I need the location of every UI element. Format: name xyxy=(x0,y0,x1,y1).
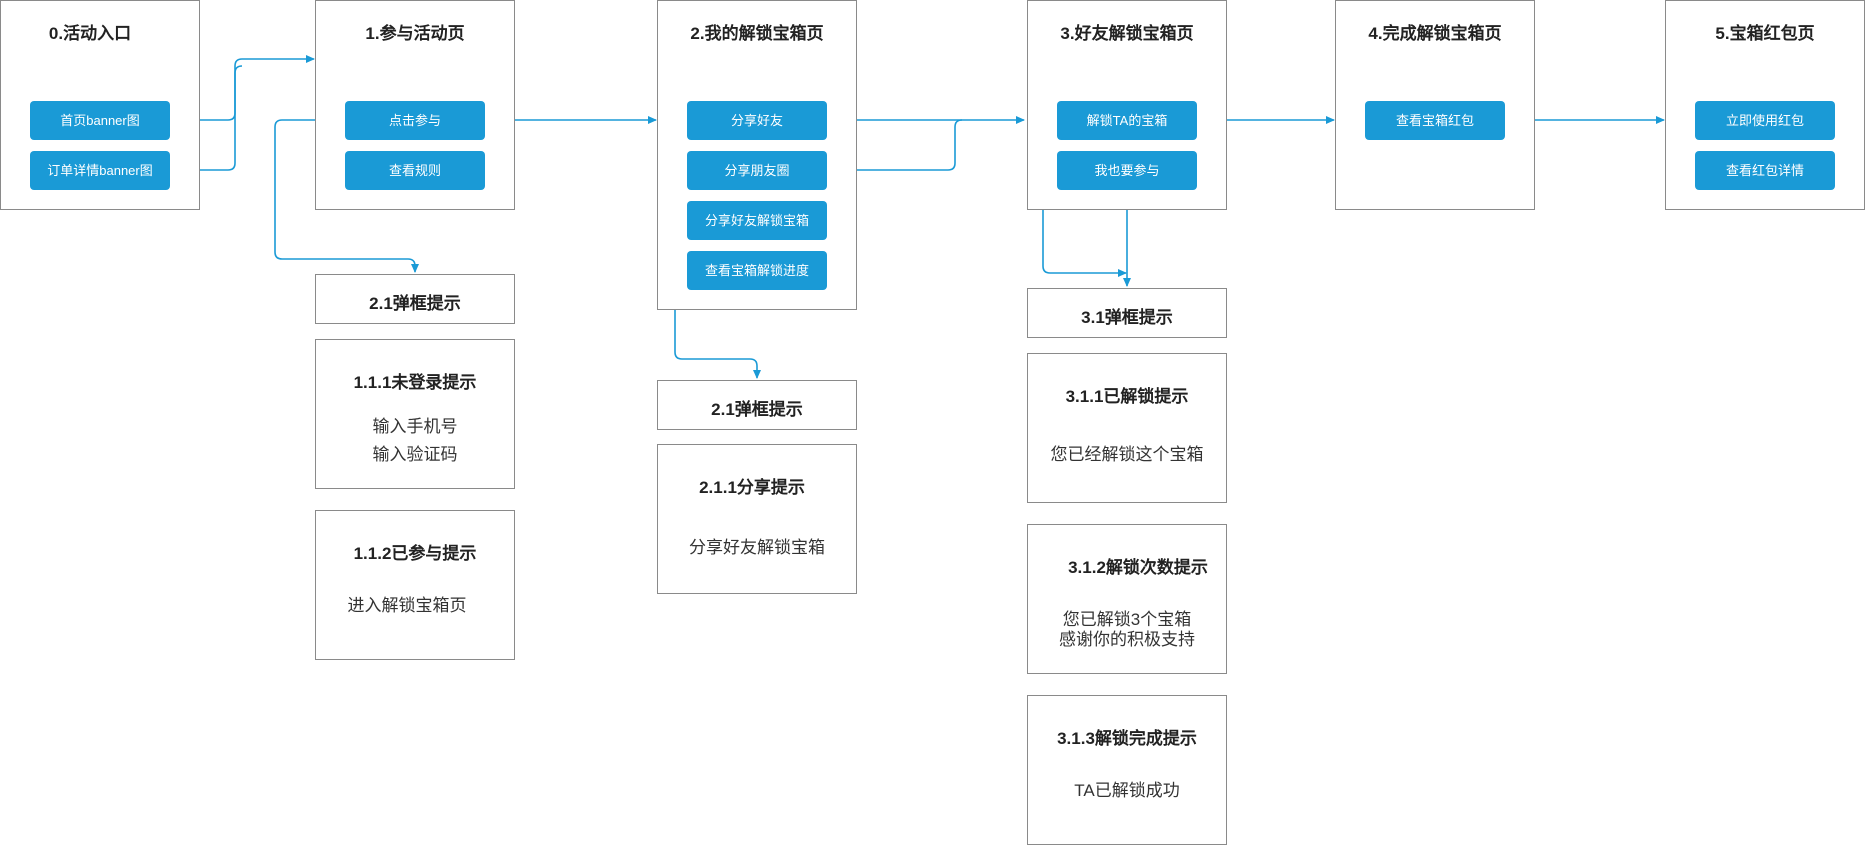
page-title: 4.完成解锁宝箱页 xyxy=(1368,24,1502,43)
dialog-title: 2.1.1分享提示 xyxy=(699,478,805,497)
dialog-friend-popup: 3.1弹框提示 xyxy=(1027,288,1227,338)
connector-join-to-popup xyxy=(274,119,419,273)
dialog-line: 感谢你的积极支持 xyxy=(1059,630,1195,649)
share-friend-button[interactable]: 分享好友 xyxy=(687,101,827,140)
page-unlock-done: 4.完成解锁宝箱页 查看宝箱红包 xyxy=(1335,0,1535,210)
dialog-line: 进入解锁宝箱页 xyxy=(347,596,467,615)
dialog-share-tip: 2.1.1分享提示 分享好友解锁宝箱 xyxy=(657,444,857,594)
dialog-title: 2.1弹框提示 xyxy=(369,294,461,313)
view-box-redpacket-button[interactable]: 查看宝箱红包 xyxy=(1365,101,1505,140)
dialog-title: 3.1.1已解锁提示 xyxy=(1065,387,1189,406)
connector-share-moments-to-friend-page xyxy=(826,119,963,171)
page-title: 5.宝箱红包页 xyxy=(1715,24,1815,43)
dialog-line: 您已经解锁这个宝箱 xyxy=(1050,445,1204,464)
dialog-title: 2.1弹框提示 xyxy=(711,400,803,419)
dialog-title: 1.1.2已参与提示 xyxy=(353,544,477,563)
page-entry: 0.活动入口 首页banner图 订单详情banner图 xyxy=(0,0,200,210)
page-title: 0.活动入口 xyxy=(48,24,132,43)
dialog-share-popup: 2.1弹框提示 xyxy=(657,380,857,430)
dialog-unlock-complete: 3.1.3解锁完成提示 TA已解锁成功 xyxy=(1027,695,1227,845)
dialog-already-joined: 1.1.2已参与提示 进入解锁宝箱页 xyxy=(315,510,515,660)
share-moments-button[interactable]: 分享朋友圈 xyxy=(687,151,827,190)
dialog-already-unlocked: 3.1.1已解锁提示 您已经解锁这个宝箱 xyxy=(1027,353,1227,503)
page-title: 2.我的解锁宝箱页 xyxy=(690,24,824,43)
page-title: 1.参与活动页 xyxy=(365,24,465,43)
page-my-unlock: 2.我的解锁宝箱页 分享好友 分享朋友圈 分享好友解锁宝箱 查看宝箱解锁进度 xyxy=(657,0,857,310)
dialog-unlock-count: 3.1.2解锁次数提示 您已解锁3个宝箱 感谢你的积极支持 xyxy=(1027,524,1227,674)
dialog-line: 您已解锁3个宝箱 xyxy=(1062,610,1192,629)
dialog-line: 输入验证码 xyxy=(372,445,458,464)
dialog-not-logged-in: 1.1.1未登录提示 输入手机号 输入验证码 xyxy=(315,339,515,489)
page-join: 1.参与活动页 点击参与 查看规则 xyxy=(315,0,515,210)
i-want-to-join-button[interactable]: 我也要参与 xyxy=(1057,151,1197,190)
page-title: 3.好友解锁宝箱页 xyxy=(1060,24,1194,43)
connector-order-banner-to-join xyxy=(170,65,243,171)
use-redpacket-button[interactable]: 立即使用红包 xyxy=(1695,101,1835,140)
view-rules-button[interactable]: 查看规则 xyxy=(345,151,485,190)
page-redpacket: 5.宝箱红包页 立即使用红包 查看红包详情 xyxy=(1665,0,1865,210)
dialog-title: 1.1.1未登录提示 xyxy=(353,373,477,392)
dialog-line: 分享好友解锁宝箱 xyxy=(689,538,825,557)
home-banner-button[interactable]: 首页banner图 xyxy=(30,101,170,140)
dialog-title: 3.1.2解锁次数提示 xyxy=(1068,558,1208,577)
order-detail-banner-button[interactable]: 订单详情banner图 xyxy=(30,151,170,190)
dialog-line: 输入手机号 xyxy=(372,417,458,436)
unlock-ta-box-button[interactable]: 解锁TA的宝箱 xyxy=(1057,101,1197,140)
join-button[interactable]: 点击参与 xyxy=(345,101,485,140)
dialog-line: TA已解锁成功 xyxy=(1074,781,1180,800)
redpacket-detail-button[interactable]: 查看红包详情 xyxy=(1695,151,1835,190)
dialog-title: 3.1弹框提示 xyxy=(1081,308,1173,327)
view-unlock-progress-button[interactable]: 查看宝箱解锁进度 xyxy=(687,251,827,290)
page-friend-unlock: 3.好友解锁宝箱页 解锁TA的宝箱 我也要参与 xyxy=(1027,0,1227,210)
share-friend-unlock-button[interactable]: 分享好友解锁宝箱 xyxy=(687,201,827,240)
dialog-join-popup: 2.1弹框提示 xyxy=(315,274,515,324)
dialog-title: 3.1.3解锁完成提示 xyxy=(1057,729,1197,748)
